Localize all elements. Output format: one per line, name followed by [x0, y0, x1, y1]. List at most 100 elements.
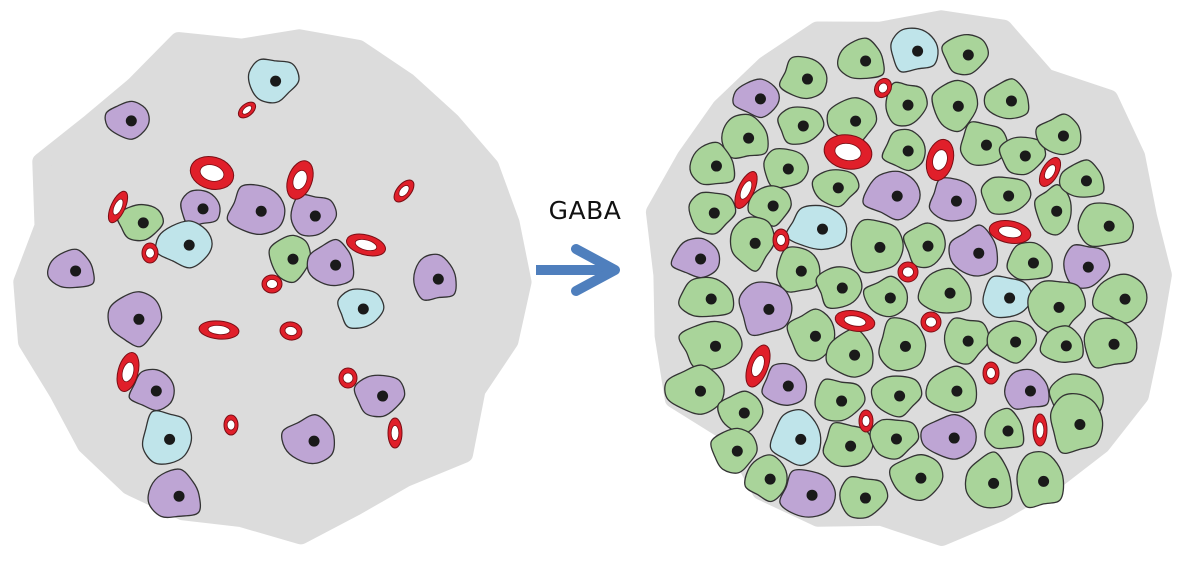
- nucleus: [944, 287, 956, 299]
- purple-cell: [1063, 244, 1111, 289]
- nucleus: [1010, 336, 1022, 348]
- nucleus: [1057, 130, 1069, 142]
- green-cell: [1091, 273, 1148, 324]
- blood-vessel: [198, 320, 240, 340]
- nucleus: [836, 282, 848, 294]
- green-cell: [1035, 113, 1082, 156]
- nucleus: [950, 195, 962, 207]
- green-cell: [747, 185, 792, 227]
- nucleus: [710, 340, 721, 352]
- nucleus: [767, 200, 779, 212]
- blood-vessel: [338, 367, 358, 389]
- nucleus: [902, 99, 914, 111]
- green-cell: [721, 113, 769, 159]
- green-cell: [268, 234, 312, 284]
- green-cell: [902, 222, 946, 269]
- nucleus: [859, 492, 871, 504]
- nucleus: [797, 120, 809, 132]
- green-cell: [116, 203, 164, 242]
- cyan-cell: [785, 204, 848, 251]
- nucleus: [912, 45, 924, 57]
- green-cell: [1039, 325, 1084, 363]
- purple-cell: [353, 374, 406, 418]
- green-cell: [778, 55, 828, 100]
- blood-vessel: [920, 311, 942, 333]
- blood-vessel: [834, 310, 876, 332]
- nucleus: [1082, 261, 1094, 273]
- nucleus: [894, 390, 906, 402]
- nucleus: [899, 340, 911, 352]
- green-cell: [811, 169, 860, 208]
- blood-vessel: [107, 190, 129, 224]
- green-cell: [776, 246, 821, 293]
- cyan-cell: [982, 275, 1033, 319]
- purple-cell: [738, 281, 793, 337]
- nucleus: [915, 472, 927, 484]
- nucleus: [948, 432, 960, 444]
- nucleus: [695, 385, 706, 397]
- purple-cell: [107, 291, 163, 348]
- nucleus: [308, 435, 320, 447]
- purple-cell: [104, 100, 150, 140]
- nucleus: [164, 433, 176, 445]
- nucleus: [1074, 419, 1086, 430]
- green-cell: [729, 216, 776, 272]
- blood-vessel: [988, 220, 1032, 244]
- green-cell: [869, 418, 920, 460]
- green-cell: [837, 37, 885, 80]
- nucleus: [1108, 338, 1120, 350]
- nucleus: [197, 203, 209, 215]
- green-cell: [984, 407, 1025, 450]
- nucleus: [731, 445, 743, 457]
- nucleus: [849, 349, 861, 361]
- nucleus: [133, 313, 145, 325]
- nucleus: [806, 489, 818, 501]
- blood-vessel: [897, 261, 919, 283]
- nucleus: [951, 385, 963, 397]
- purple-cell: [47, 248, 95, 289]
- green-cell: [959, 121, 1009, 166]
- purple-cell: [306, 238, 355, 287]
- green-cell: [878, 317, 927, 372]
- nucleus: [710, 160, 722, 172]
- blood-vessel: [387, 417, 403, 449]
- purple-cell: [779, 468, 837, 518]
- nucleus: [1027, 257, 1039, 269]
- nucleus: [754, 93, 766, 105]
- green-cell: [1016, 451, 1065, 509]
- nucleus: [708, 207, 720, 219]
- green-cell: [689, 141, 736, 186]
- green-cell: [710, 427, 758, 474]
- nucleus: [763, 303, 775, 315]
- green-cell: [825, 328, 874, 378]
- after-tissue-panel: [645, 10, 1172, 546]
- nucleus: [738, 407, 750, 419]
- nucleus: [1051, 205, 1063, 217]
- green-cell: [881, 128, 926, 172]
- blood-vessel: [925, 138, 955, 182]
- nucleus: [1024, 385, 1036, 397]
- green-cell: [786, 308, 836, 362]
- nucleus: [795, 433, 807, 445]
- gaba-label: GABA: [548, 196, 622, 225]
- nucleus: [1038, 475, 1050, 487]
- nucleus: [1005, 95, 1017, 107]
- green-cell: [964, 451, 1013, 509]
- green-cell: [1083, 317, 1138, 369]
- nucleus: [832, 182, 844, 194]
- green-cell: [1049, 392, 1104, 454]
- nucleus: [952, 100, 964, 112]
- green-cell: [998, 136, 1047, 176]
- nucleus: [962, 335, 974, 347]
- nucleus: [850, 115, 862, 127]
- purple-cell: [413, 253, 457, 301]
- cyan-cell: [890, 27, 939, 73]
- blood-vessel: [116, 352, 140, 392]
- blood-vessel: [1038, 157, 1062, 187]
- green-cell: [688, 191, 737, 235]
- nucleus: [255, 205, 267, 217]
- green-cell: [943, 317, 990, 365]
- nucleus: [782, 163, 794, 175]
- nucleus: [1119, 293, 1131, 305]
